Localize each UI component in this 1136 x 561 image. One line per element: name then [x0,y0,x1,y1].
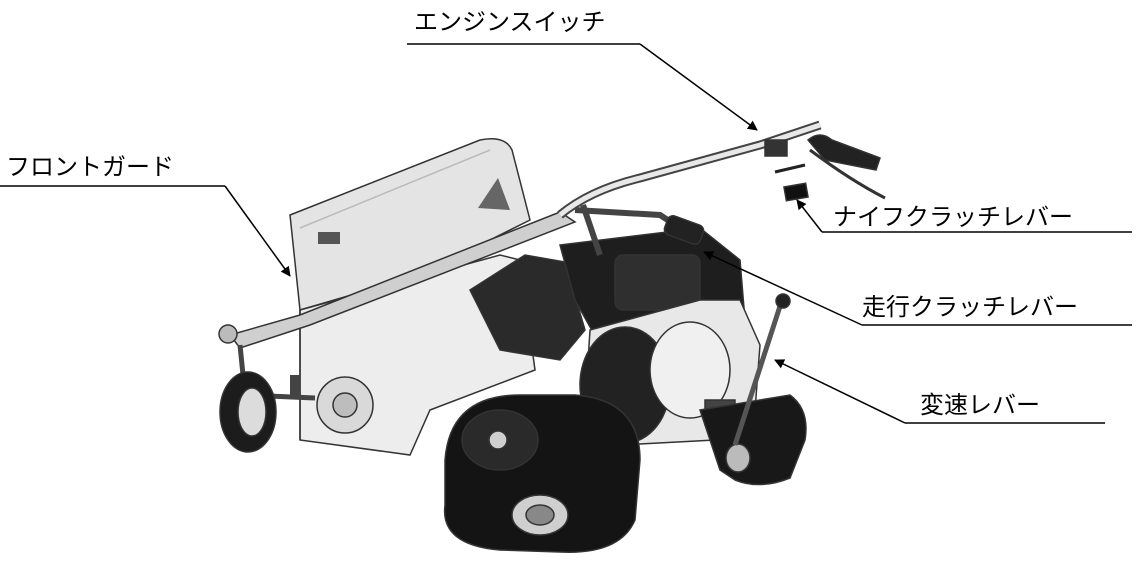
callouts [0,43,1132,424]
label-shift-lever: 変速レバー [920,391,1040,419]
label-knife-clutch-lever: ナイフクラッチレバー [833,203,1073,231]
mower-body [218,120,886,553]
label-travel-clutch-lever: 走行クラッチレバー [862,293,1078,321]
label-front-guard: フロントガード [6,153,174,181]
label-engine-switch: エンジンスイッチ [414,8,606,36]
